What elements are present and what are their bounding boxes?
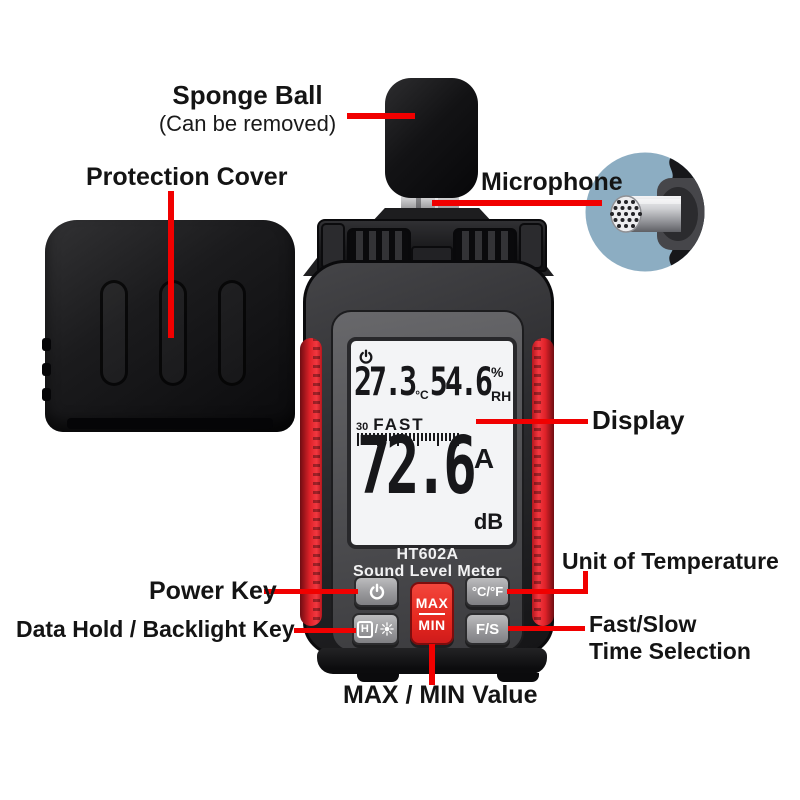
backlight-sun-icon [380, 622, 394, 636]
lcd-temp-humidity-row: 27.3 °C 54.6 % RH [354, 359, 512, 406]
cover-lip [67, 418, 273, 429]
inset-mic-holes [610, 200, 642, 228]
lcd-display: 27.3 °C 54.6 % RH 30 FAST 72.6 A dB [351, 341, 513, 545]
cover-grip-notch [42, 363, 51, 376]
lcd-scale-start: 30 [356, 421, 369, 433]
fast-slow-label-group: Fast/Slow Time Selection [589, 611, 751, 665]
microphone-label: Microphone [481, 168, 623, 196]
sponge-ball-label-group: Sponge Ball (Can be removed) [145, 80, 350, 137]
lcd-spl-value: 72.6 [357, 420, 477, 514]
power-icon [369, 583, 384, 599]
hold-separator: / [374, 622, 379, 636]
lcd-bargraph [357, 433, 461, 447]
cover-slot [100, 280, 128, 386]
leader-unit-temperature-h [507, 589, 588, 594]
power-button [354, 576, 399, 607]
data-hold-backlight-label: Data Hold / Backlight Key [16, 616, 295, 642]
leader-data-hold [294, 628, 356, 633]
hold-icon: H [356, 620, 373, 638]
cover-grip-notch [42, 388, 51, 401]
model-number: HT602A [396, 546, 459, 563]
lcd-mode-row: 30 FAST [356, 415, 425, 435]
cover-slot [218, 280, 246, 386]
rubber-grip-left [300, 338, 322, 626]
lcd-main-units: A dB [474, 445, 503, 533]
product-name: Sound Level Meter [352, 563, 503, 580]
lcd-temperature-unit: °C [415, 388, 429, 402]
lcd-frequency-weighting: A [473, 443, 495, 474]
rubber-grip-right [532, 338, 554, 626]
sponge-ball [385, 78, 478, 198]
leader-protection-cover [168, 191, 174, 338]
leader-microphone [432, 200, 602, 206]
lcd-humidity-value: 54.6 [429, 359, 493, 406]
fast-slow-label-line1: Fast/Slow [589, 611, 697, 637]
max-label: MAX [415, 594, 449, 611]
lcd-bezel: 27.3 °C 54.6 % RH 30 FAST 72.6 A dB [347, 337, 517, 549]
lcd-spl-unit: dB [473, 509, 504, 534]
lcd-main-row: 72.6 A dB [357, 427, 513, 533]
max-min-button: MAX MIN [410, 582, 454, 645]
protection-cover-label: Protection Cover [86, 163, 288, 191]
min-label: MIN [418, 616, 446, 633]
lcd-temperature-value: 27.3 [354, 359, 417, 406]
cover-grip-notch [42, 338, 51, 351]
microphone-zoom-inset [585, 152, 705, 272]
temp-unit-button: °C/°F [465, 576, 510, 607]
lcd-time-weighting: FAST [373, 415, 425, 434]
leader-power-key [264, 589, 358, 594]
unit-of-temperature-label: Unit of Temperature [562, 548, 779, 574]
fast-slow-label-line2: Time Selection [589, 638, 751, 664]
cap-corner [519, 223, 543, 269]
power-key-label: Power Key [149, 577, 277, 605]
fast-slow-button: F/S [465, 613, 510, 645]
mic-neck-ring [416, 194, 421, 214]
inset-mic-highlight [625, 199, 681, 204]
leader-fast-slow [508, 626, 585, 631]
power-indicator-icon [359, 349, 373, 364]
sponge-ball-label: Sponge Ball [172, 80, 323, 110]
data-hold-backlight-button: H / [352, 613, 399, 645]
lcd-percent-sign: % [490, 364, 504, 380]
leader-display [476, 419, 588, 424]
display-label: Display [592, 405, 685, 435]
sponge-ball-note: (Can be removed) [158, 111, 337, 136]
lcd-rh-sign: RH [490, 388, 512, 404]
leader-sponge-ball [347, 113, 415, 119]
max-min-value-label: MAX / MIN Value [343, 681, 538, 709]
device-foot [357, 673, 399, 682]
lcd-humidity-units: % RH [491, 365, 511, 403]
leader-unit-temperature-v [583, 571, 588, 594]
max-min-divider [418, 612, 446, 615]
leader-max-min [429, 644, 435, 685]
device-foot [497, 673, 539, 682]
